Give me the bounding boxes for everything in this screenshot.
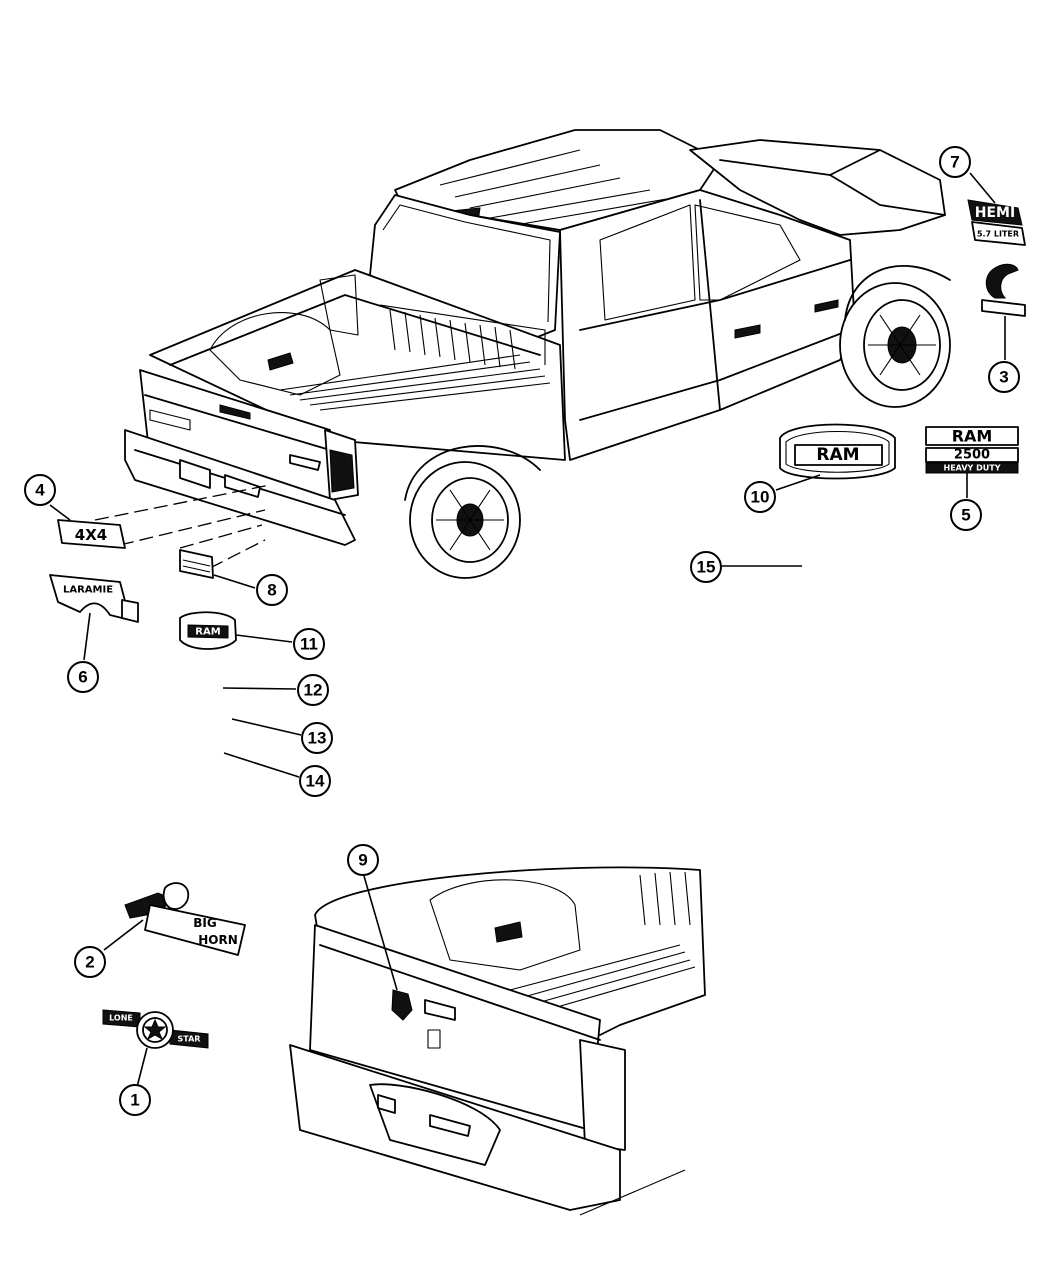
callout-1-label: 1	[130, 1091, 139, 1110]
emblem-hemi: HEMI 5.7 LITER	[967, 199, 1026, 246]
callout-5: 5	[950, 499, 982, 531]
emblem-4x4-text: 4X4	[75, 526, 107, 544]
emblem-lone-text: LONE	[109, 1014, 133, 1023]
callout-2-label: 2	[85, 953, 94, 972]
callout-13-label: 13	[308, 729, 327, 748]
ram-head-emblem	[391, 989, 413, 1021]
callout-8-label: 8	[267, 581, 276, 600]
callout-11-label: 11	[300, 635, 318, 654]
callout-1: 1	[119, 1084, 151, 1116]
leader-9	[363, 875, 398, 991]
callout-12: 12	[297, 674, 329, 706]
truck-illustration	[124, 129, 951, 579]
emblem-2500-text: 2500	[954, 448, 990, 463]
callout-11: 11	[293, 628, 325, 660]
emblem-horn-text: HORN	[198, 933, 238, 947]
leader-dashed-4x4-b	[119, 509, 266, 546]
leader-dashed-8b	[209, 539, 266, 569]
emblem-big-text: BIG	[193, 916, 216, 930]
leader-4	[49, 504, 71, 521]
callout-15: 15	[690, 551, 722, 583]
leader-2	[103, 919, 144, 951]
callout-13: 13	[301, 722, 333, 754]
emblem-hemi-top: HEMI	[975, 205, 1015, 221]
leader-dashed-8a	[179, 524, 263, 549]
emblem-big-horn: BIG HORN	[124, 882, 246, 956]
emblem-item-8	[179, 549, 214, 579]
callout-14-label: 14	[306, 772, 325, 791]
callout-8: 8	[256, 574, 288, 606]
leader-1	[136, 1047, 148, 1088]
callout-12-label: 12	[304, 681, 323, 700]
emblem-hemi-bottom: 5.7 LITER	[977, 230, 1019, 239]
callout-10: 10	[744, 481, 776, 513]
callout-2: 2	[74, 946, 106, 978]
tailgate-illustration	[289, 866, 706, 1216]
callout-7-label: 7	[950, 153, 959, 172]
leader-13	[231, 718, 302, 736]
leader-8	[213, 574, 256, 589]
leader-7	[969, 172, 996, 204]
leader-14	[223, 752, 300, 778]
emblem-item-3	[981, 263, 1026, 317]
callout-9-label: 9	[358, 851, 367, 870]
emblem-star-text: STAR	[178, 1035, 201, 1044]
emblem-ram-big-text: RAM	[952, 427, 993, 446]
leader-12	[222, 687, 297, 690]
emblem-ram-small-text: RAM	[195, 627, 220, 638]
callout-4: 4	[24, 474, 56, 506]
callout-9: 9	[347, 844, 379, 876]
emblem-lone-star: LONE STAR	[102, 1009, 209, 1049]
emblem-laramie-text: LARAMIE	[63, 585, 113, 596]
callout-5-label: 5	[961, 506, 970, 525]
callout-7: 7	[939, 146, 971, 178]
callout-3-label: 3	[999, 368, 1008, 387]
emblem-laramie: LARAMIE	[49, 574, 139, 623]
callout-10-label: 10	[751, 488, 770, 507]
emblem-ram-2500: RAM 2500 HEAVY DUTY	[925, 426, 1019, 474]
leader-6	[83, 612, 91, 661]
leader-10	[775, 474, 821, 491]
callout-6-label: 6	[78, 668, 87, 687]
emblem-ram-oval-text: RAM	[816, 445, 859, 465]
callout-6: 6	[67, 661, 99, 693]
callout-3: 3	[988, 361, 1020, 393]
callout-15-label: 15	[697, 558, 716, 577]
leader-11	[235, 634, 293, 643]
emblem-4x4: 4X4	[57, 519, 126, 549]
callout-4-label: 4	[35, 481, 45, 500]
emblem-heavy-duty-text: HEAVY DUTY	[944, 464, 1001, 473]
emblem-ram-oval: RAM	[779, 423, 896, 480]
emblem-ram-small: RAM	[179, 611, 237, 650]
callout-14: 14	[299, 765, 331, 797]
leader-dashed-4x4-a	[94, 484, 271, 521]
